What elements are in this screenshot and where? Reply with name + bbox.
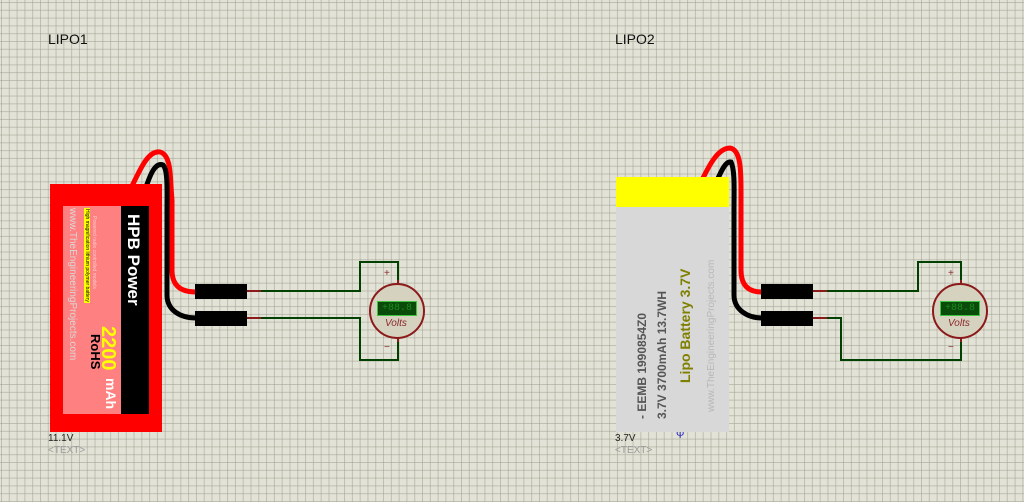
lipo1-brand-stripe: HPB Power bbox=[121, 206, 149, 414]
voltmeter2-display: +88.8 bbox=[940, 301, 980, 316]
voltmeter1-display: +88.8 bbox=[377, 301, 417, 316]
lipo1-brand: HPB Power bbox=[124, 214, 143, 306]
voltmeter2-unit: Volts bbox=[948, 318, 970, 329]
lipo1-website: www.TheEngineeringProjects.com bbox=[67, 208, 78, 361]
lipo1-label-area: HPB Power 2200 mAh RoHS Powered radio co… bbox=[63, 206, 149, 414]
voltmeter2-plus: + bbox=[948, 268, 954, 279]
lipo2-negative-connector bbox=[761, 311, 813, 326]
lipo1-rohs: RoHS bbox=[88, 334, 103, 370]
lipo1-capacity-unit: mAh bbox=[103, 378, 119, 410]
lipo2-spec: 3.7V 3700mAh 13.7WH bbox=[655, 290, 669, 419]
lipo1-battery[interactable]: HPB Power 2200 mAh RoHS Powered radio co… bbox=[50, 184, 162, 432]
lipo2-cap bbox=[616, 177, 729, 207]
lipo2-battery[interactable]: - EEMB 1990854Z0 3.7V 3700mAh 13.7WH Lip… bbox=[616, 177, 729, 432]
lipo2-value: 3.7V bbox=[615, 433, 636, 444]
lipo2-ref-label: LIPO2 bbox=[615, 31, 655, 47]
lipo1-value: 11.1V bbox=[48, 433, 74, 444]
lipo2-text-placeholder: <TEXT> bbox=[615, 445, 653, 456]
lipo1-negative-connector bbox=[195, 311, 247, 326]
lipo1-positive-connector bbox=[195, 284, 247, 299]
lipo2-website: www.TheEngineeringProjects.com bbox=[706, 259, 717, 412]
lipo2-model: - EEMB 1990854Z0 bbox=[635, 312, 649, 419]
voltmeter1-minus: − bbox=[384, 342, 390, 353]
voltmeter2-minus: − bbox=[948, 342, 954, 353]
lipo2-positive-connector bbox=[761, 284, 813, 299]
voltmeter1-plus: + bbox=[384, 268, 390, 279]
lipo1-sticker: High magnification lithium polymer batte… bbox=[84, 208, 90, 303]
lipo2-title: Lipo Battery 3.7V bbox=[677, 268, 693, 383]
lipo1-small-text: Powered radio controlled models bbox=[91, 216, 97, 289]
lipo1-ref-label: LIPO1 bbox=[48, 31, 88, 47]
voltmeter1-unit: Volts bbox=[385, 318, 407, 329]
lipo1-text-placeholder: <TEXT> bbox=[48, 445, 86, 456]
svg-text:Ψ: Ψ bbox=[676, 430, 684, 441]
